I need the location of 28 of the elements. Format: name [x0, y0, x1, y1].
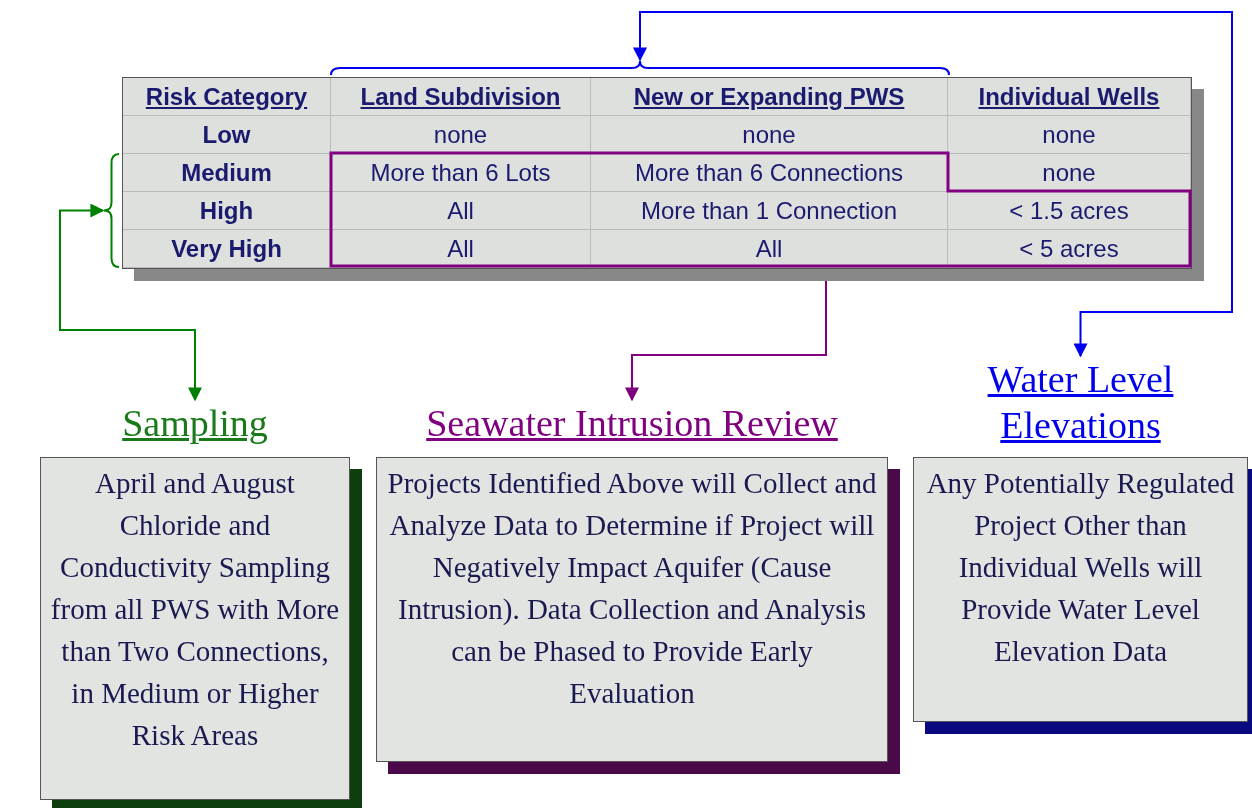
- highlight-outline: [330, 152, 1191, 267]
- row-header: Low: [202, 120, 251, 149]
- table-value: More than 6 Connections: [634, 158, 904, 187]
- table-value: All: [447, 234, 474, 263]
- heading: Sampling: [121, 401, 269, 446]
- table-value: none: [742, 120, 796, 149]
- curly-bracket: [330, 60, 950, 76]
- column-header: Individual Wells: [978, 82, 1160, 111]
- column-header: New or Expanding PWS: [633, 82, 905, 111]
- row-header: Medium: [181, 158, 272, 187]
- row-header: Very High: [171, 234, 282, 263]
- connector-arrow: [59, 203, 202, 402]
- table-value: < 5 acres: [1019, 234, 1119, 263]
- column-header: Land Subdivision: [360, 82, 561, 111]
- heading: Water Level Elevations: [986, 357, 1175, 448]
- row-header: High: [199, 196, 254, 225]
- heading: Seawater Intrusion Review: [425, 401, 839, 446]
- table-value: none: [1042, 158, 1096, 187]
- table-value: none: [1042, 120, 1096, 149]
- table-value: none: [433, 120, 488, 149]
- connector-arrow: [633, 11, 1233, 358]
- table-value: All: [755, 234, 783, 263]
- column-header: Risk Category: [145, 82, 308, 111]
- table-value: More than 6 Lots: [370, 158, 551, 187]
- table-value: All: [447, 196, 474, 225]
- table-value: < 1.5 acres: [1009, 196, 1129, 225]
- table-value: More than 1 Connection: [640, 196, 898, 225]
- curly-bracket: [103, 153, 120, 268]
